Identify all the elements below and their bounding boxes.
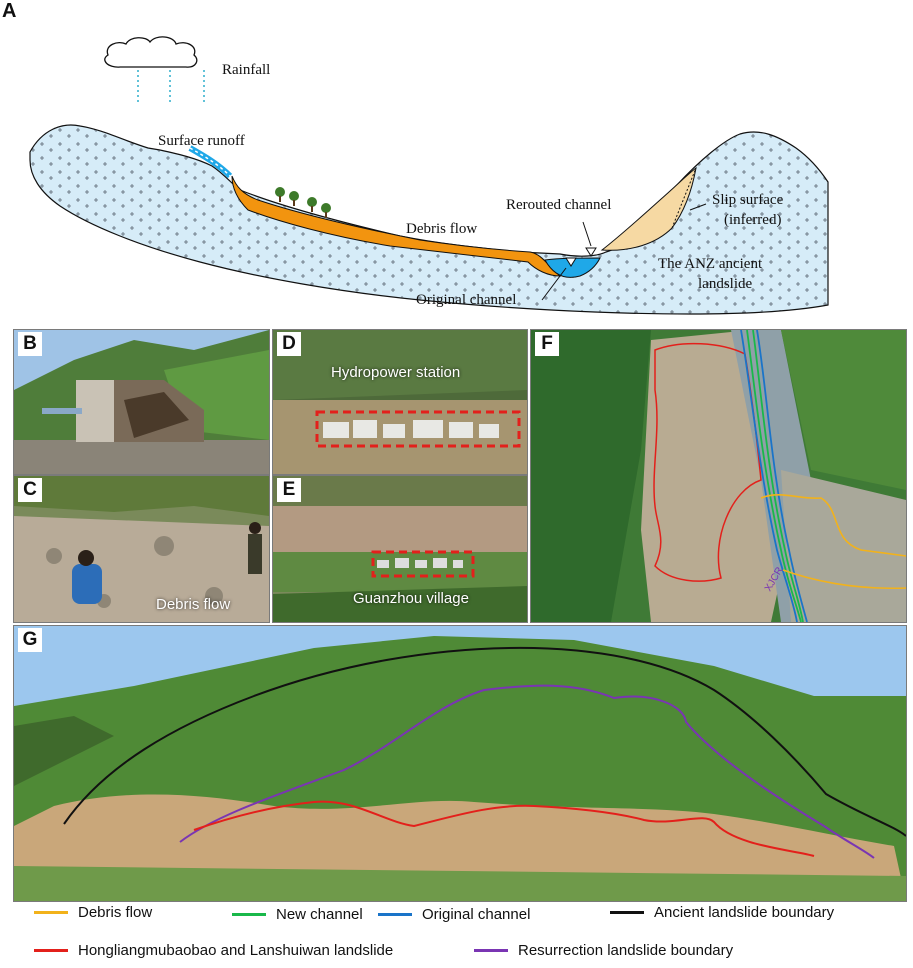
panel-f-label: F [535, 332, 559, 356]
debris-flow-caption: Debris flow [156, 596, 231, 613]
original-channel-label: Original channel [416, 292, 517, 308]
legend-ancient-boundary: Ancient landslide boundary [610, 904, 834, 921]
anz-landslide-label: The ANZ ancient [658, 256, 763, 272]
debris-flow-label: Debris flow [406, 221, 478, 237]
panel-e-label: E [277, 478, 301, 502]
ancient-boundary-g [63, 646, 906, 837]
anz-landslide-label-2: landslide [698, 276, 753, 292]
rain-lines [137, 70, 205, 103]
legend-swatch [474, 949, 508, 952]
photo-e-guanzhou-village: E Guanzhou village [272, 475, 528, 623]
photo-b-damaged-house: B [13, 329, 270, 475]
legend-debris-flow: Debris flow [34, 904, 152, 921]
panel-d-label: D [277, 332, 301, 356]
resurrection-boundary-g [179, 684, 875, 859]
photo-d-hydropower-station: D Hydropower station [272, 329, 528, 475]
legend-hongliang-landslide: Hongliangmubaobao and Lanshuiwan landsli… [34, 942, 393, 959]
legend-swatch [232, 913, 266, 916]
panel-a-label: A [2, 0, 17, 22]
tree-icons [275, 187, 331, 218]
hydropower-station-caption: Hydropower station [331, 364, 461, 381]
slip-surface-inferred-label: (inferred) [724, 212, 782, 228]
legend-label: Debris flow [78, 904, 153, 921]
legend-label: New channel [276, 906, 363, 923]
surface-runoff-label: Surface runoff [158, 133, 245, 149]
hongliang-boundary-g [193, 800, 815, 857]
original-channel-f [740, 330, 798, 622]
legend-label: Original channel [422, 906, 531, 923]
legend-swatch [34, 949, 68, 952]
valley-schematic [29, 36, 829, 315]
legend-swatch [34, 911, 68, 914]
legend: Debris flow New channel Original channel… [0, 900, 913, 968]
rainfall-label: Rainfall [222, 62, 271, 78]
legend-original-channel: Original channel [378, 906, 530, 923]
legend-swatch [610, 911, 644, 914]
legend-label: Resurrection landslide boundary [518, 942, 734, 959]
new-channel-f [746, 330, 802, 622]
photo-g-landslide-panorama: G [13, 625, 907, 902]
legend-label: Hongliangmubaobao and Lanshuiwan landsli… [78, 942, 394, 959]
panel-g-label: G [18, 628, 42, 652]
cloud-icon [104, 36, 198, 68]
bedrock-mass [29, 124, 829, 315]
photo-f-satellite-map: F XJCR [530, 329, 907, 623]
panel-c-label: C [18, 478, 42, 502]
debris-flow-boundary-f [760, 494, 906, 590]
panel-b-label: B [18, 332, 42, 356]
slip-surface-label: Slip surface [712, 192, 784, 208]
legend-new-channel: New channel [232, 906, 363, 923]
rerouted-channel-label: Rerouted channel [506, 197, 612, 213]
legend-label: Ancient landslide boundary [654, 904, 835, 921]
guanzhou-village-caption: Guanzhou village [353, 590, 469, 607]
legend-swatch [378, 913, 412, 916]
legend-resurrection-boundary: Resurrection landslide boundary [474, 942, 733, 959]
photo-c-debris-flow: C Debris flow [13, 475, 270, 623]
